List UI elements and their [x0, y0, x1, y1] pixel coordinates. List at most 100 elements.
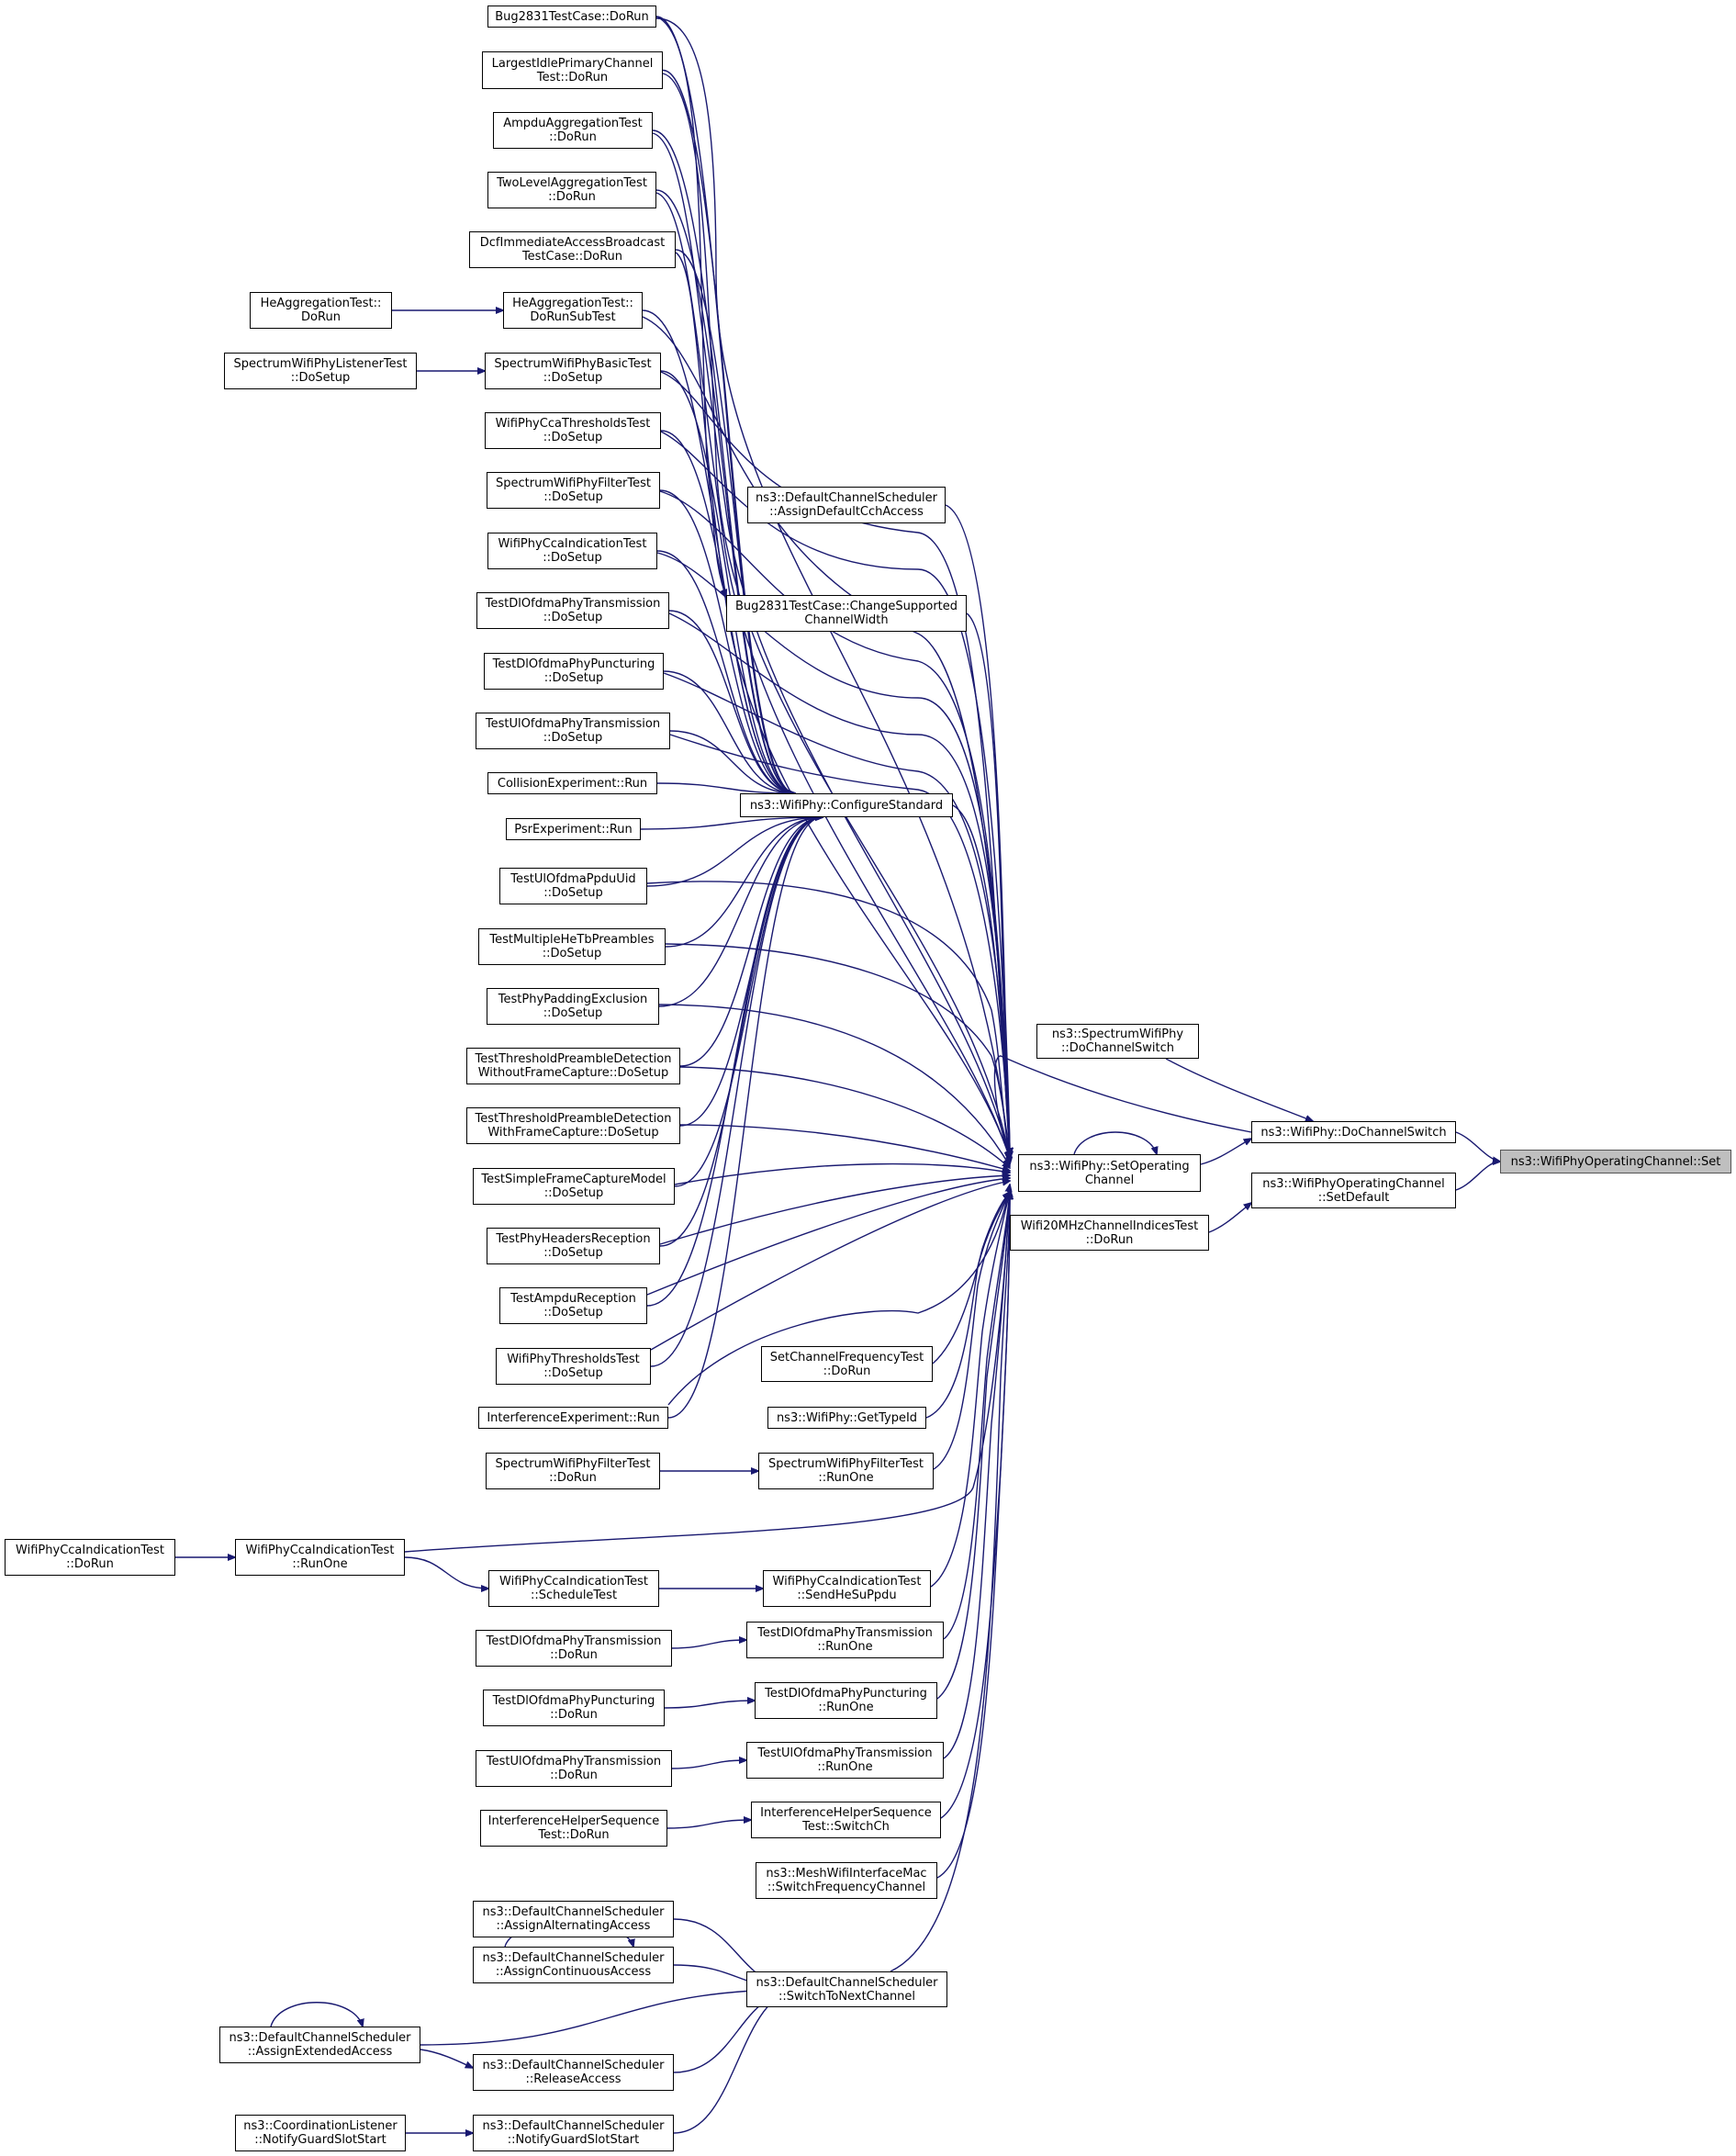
node-phythr[interactable]: WifiPhyThresholdsTest ::DoSetup [496, 1348, 651, 1385]
node-dcsalt[interactable]: ns3::DefaultChannelScheduler ::AssignAlt… [473, 1901, 674, 1937]
node-ihsswitch[interactable]: InterferenceHelperSequence Test::SwitchC… [751, 1802, 941, 1838]
node-swpfsetup[interactable]: SpectrumWifiPhyFilterTest ::DoSetup [487, 472, 660, 509]
edge-dlpuncsetup-to-setop [663, 672, 1010, 1159]
edge-ultxsetup-to-cfg [669, 730, 795, 793]
edge-setdef-to-set [1455, 1162, 1500, 1191]
node-ccathr[interactable]: WifiPhyCcaThresholdsTest ::DoSetup [485, 412, 661, 449]
node-heaggsub[interactable]: HeAggregationTest:: DoRunSubTest [503, 292, 643, 329]
node-swpfdorun[interactable]: SpectrumWifiPhyFilterTest ::DoRun [486, 1453, 660, 1489]
node-dcfimm[interactable]: DcfImmediateAccessBroadcast TestCase::Do… [469, 231, 676, 268]
node-ultxsetup[interactable]: TestUlOfdmaPhyTransmission ::DoSetup [476, 713, 670, 749]
edge-dltxdorun-to-dltxrun1 [671, 1640, 746, 1649]
node-dltxrun1[interactable]: TestDlOfdmaPhyTransmission ::RunOne [746, 1622, 944, 1658]
edge-ampdurecv-to-setop [646, 1178, 1010, 1296]
node-gettypeid[interactable]: ns3::WifiPhy::GetTypeId [767, 1407, 926, 1429]
node-simplefc[interactable]: TestSimpleFrameCaptureModel ::DoSetup [473, 1168, 675, 1205]
edge-bugrun-to-setop [655, 17, 1010, 1159]
edge-dltxsetup-to-cfg [668, 610, 795, 793]
node-heaggrun[interactable]: HeAggregationTest:: DoRun [250, 292, 392, 329]
node-cfg[interactable]: ns3::WifiPhy::ConfigureStandard [740, 793, 953, 817]
node-collision[interactable]: CollisionExperiment::Run [487, 772, 657, 794]
node-dlpuncsetup[interactable]: TestDlOfdmaPhyPuncturing ::DoSetup [484, 653, 664, 690]
node-wifi20[interactable]: Wifi20MHzChannelIndicesTest ::DoRun [1010, 1215, 1209, 1251]
node-ampdu[interactable]: AmpduAggregationTest ::DoRun [493, 112, 653, 149]
edge-ultxdorun-to-ultxrun1 [671, 1760, 746, 1769]
edge-interf-to-setop [667, 1185, 1010, 1406]
node-dcsguard[interactable]: ns3::DefaultChannelScheduler ::NotifyGua… [473, 2115, 674, 2151]
node-bugrun[interactable]: Bug2831TestCase::DoRun [487, 6, 656, 28]
edge-setop-to-setop [1073, 1131, 1157, 1154]
node-padding[interactable]: TestPhyPaddingExclusion ::DoSetup [487, 988, 659, 1025]
edge-largest-to-cfg [662, 69, 795, 794]
node-ccaindsetup[interactable]: WifiPhyCcaIndicationTest ::DoSetup [487, 533, 657, 569]
node-headers[interactable]: TestPhyHeadersReception ::DoSetup [487, 1228, 660, 1264]
edge-multihe-to-cfg [665, 817, 823, 948]
node-dltxsetup[interactable]: TestDlOfdmaPhyTransmission ::DoSetup [476, 592, 669, 629]
node-setop[interactable]: ns3::WifiPhy::SetOperating Channel [1018, 1154, 1201, 1192]
node-ultxrun1[interactable]: TestUlOfdmaPhyTransmission ::RunOne [746, 1742, 944, 1779]
edge-bugrun-to-bugchg [655, 16, 726, 597]
edge-thrw-to-setop [679, 1124, 1010, 1171]
edge-gettypeid-to-setop [925, 1192, 1010, 1419]
edge-collision-to-cfg [656, 782, 795, 793]
edge-ihsdorun-to-ihsswitch [666, 1820, 751, 1829]
node-dlpuncdorun[interactable]: TestDlOfdmaPhyPuncturing ::DoRun [483, 1690, 665, 1726]
node-interf[interactable]: InterferenceExperiment::Run [478, 1407, 668, 1429]
node-twolevel[interactable]: TwoLevelAggregationTest ::DoRun [487, 172, 656, 208]
node-dlpuncrun1[interactable]: TestDlOfdmaPhyPuncturing ::RunOne [755, 1682, 937, 1719]
node-dltxdorun[interactable]: TestDlOfdmaPhyTransmission ::DoRun [476, 1630, 672, 1667]
node-dcsswitch[interactable]: ns3::DefaultChannelScheduler ::SwitchToN… [746, 1971, 947, 2007]
node-ccasched[interactable]: WifiPhyCcaIndicationTest ::ScheduleTest [488, 1570, 659, 1607]
node-ulppdu[interactable]: TestUlOfdmaPpduUid ::DoSetup [499, 868, 647, 904]
node-swpbasic[interactable]: SpectrumWifiPhyBasicTest ::DoSetup [485, 353, 661, 389]
node-ampdurecv[interactable]: TestAmpduReception ::DoSetup [499, 1287, 647, 1324]
node-swpfrun1[interactable]: SpectrumWifiPhyFilterTest ::RunOne [758, 1453, 934, 1489]
edge-dcsswitch-to-setop [890, 1192, 1010, 1972]
node-setchfreq[interactable]: SetChannelFrequencyTest ::DoRun [761, 1346, 933, 1382]
edge-simplefc-to-cfg [674, 817, 823, 1187]
edge-ulppdu-to-cfg [646, 817, 823, 887]
edge-interf-to-cfg [667, 817, 823, 1419]
node-dcsrel[interactable]: ns3::DefaultChannelScheduler ::ReleaseAc… [473, 2054, 674, 2091]
edge-headers-to-setop [659, 1175, 1010, 1245]
node-swplistener[interactable]: SpectrumWifiPhyListenerTest ::DoSetup [224, 353, 417, 389]
node-coordguard[interactable]: ns3::CoordinationListener ::NotifyGuardS… [235, 2115, 406, 2151]
node-ccarun1[interactable]: WifiPhyCcaIndicationTest ::RunOne [235, 1539, 405, 1576]
edge-ccarun1-to-setop [404, 1189, 1010, 1553]
node-docs[interactable]: ns3::WifiPhy::DoChannelSwitch [1251, 1121, 1456, 1143]
node-meshswitch[interactable]: ns3::MeshWifiInterfaceMac ::SwitchFreque… [756, 1862, 937, 1899]
edge-padding-to-cfg [658, 817, 823, 1007]
edge-dlpuncdorun-to-dlpuncrun1 [664, 1701, 755, 1709]
node-ccadorun[interactable]: WifiPhyCcaIndicationTest ::DoRun [5, 1539, 175, 1576]
edge-dlpuncrun1-to-setop [936, 1192, 1010, 1700]
edge-phythr-to-cfg [650, 817, 823, 1367]
edge-swpfsetup-to-cfg [659, 489, 795, 793]
node-psr[interactable]: PsrExperiment::Run [506, 818, 641, 840]
node-dcscont[interactable]: ns3::DefaultChannelScheduler ::AssignCon… [473, 1947, 674, 1983]
edge-ampdu-to-setop [652, 132, 1010, 1159]
node-ccasend[interactable]: WifiPhyCcaIndicationTest ::SendHeSuPpdu [763, 1570, 931, 1607]
edge-dcsext-to-dcsext [270, 2002, 363, 2027]
node-multihe[interactable]: TestMultipleHeTbPreambles ::DoSetup [478, 928, 666, 965]
edge-twolevel-to-cfg [655, 189, 795, 793]
node-ihsdorun[interactable]: InterferenceHelperSequence Test::DoRun [480, 1810, 667, 1847]
edge-dltxrun1-to-setop [943, 1192, 1010, 1640]
edge-ccasend-to-setop [930, 1192, 1010, 1588]
node-bugchg[interactable]: Bug2831TestCase::ChangeSupported Channel… [726, 595, 967, 632]
node-thrw[interactable]: TestThresholdPreambleDetection WithFrame… [466, 1107, 680, 1144]
node-swdcs[interactable]: ns3::SpectrumWifiPhy ::DoChannelSwitch [1036, 1024, 1199, 1059]
node-setdef[interactable]: ns3::WifiPhyOperatingChannel ::SetDefaul… [1251, 1173, 1456, 1208]
edge-wifi20-to-setdef [1208, 1203, 1251, 1233]
edge-padding-to-setop [658, 1004, 1010, 1166]
node-dcsassigndef[interactable]: ns3::DefaultChannelScheduler ::AssignDef… [747, 487, 946, 523]
node-thrwo[interactable]: TestThresholdPreambleDetection WithoutFr… [466, 1048, 680, 1084]
node-dcsext[interactable]: ns3::DefaultChannelScheduler ::AssignExt… [219, 2027, 420, 2063]
edge-docs-to-setop [993, 1055, 1252, 1159]
node-ultxdorun[interactable]: TestUlOfdmaPhyTransmission ::DoRun [476, 1750, 672, 1787]
edge-ccarun1-to-ccasched [404, 1556, 488, 1589]
edge-dltxsetup-to-setop [668, 612, 1010, 1159]
edge-simplefc-to-setop [674, 1162, 1010, 1185]
node-largest[interactable]: LargestIdlePrimaryChannel Test::DoRun [482, 51, 663, 89]
